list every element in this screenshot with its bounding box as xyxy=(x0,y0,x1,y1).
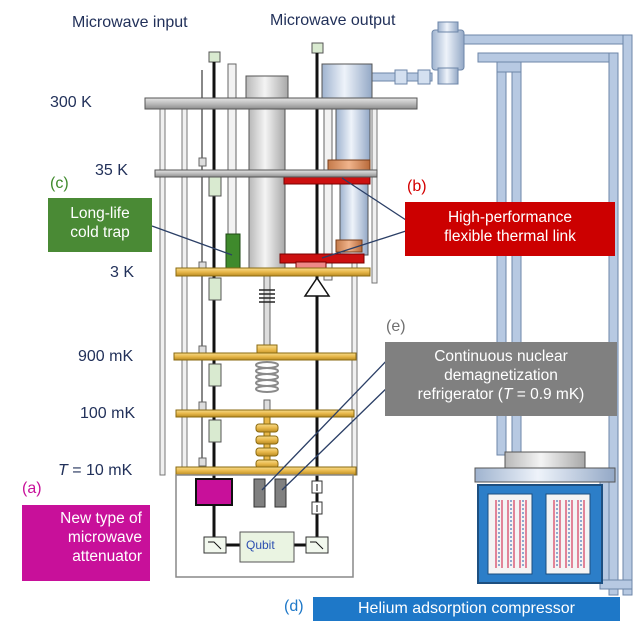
stage-900mk-label: 900 mK xyxy=(78,348,134,365)
callout-b-box: High-performance flexible thermal link xyxy=(405,202,615,256)
callout-c-box: Long-life cold trap xyxy=(48,198,152,252)
callout-e-box: Continuous nuclear demagnetization refri… xyxy=(385,342,617,416)
callout-b-letter: (b) xyxy=(407,178,427,195)
pipe-valve-assembly xyxy=(371,21,465,85)
stage-plates xyxy=(144,97,418,476)
mixing-chamber xyxy=(175,474,354,578)
callout-a-line3: attenuator xyxy=(72,548,142,565)
helium-pipes xyxy=(461,34,633,596)
callout-a-line1: New type of xyxy=(60,510,142,527)
stage-35k-label: 35 K xyxy=(95,162,128,179)
callout-b-line2: flexible thermal link xyxy=(444,228,576,245)
callout-a-box: New type of microwave attenuator xyxy=(22,505,150,581)
cold-trap-element xyxy=(225,233,241,269)
callout-d-letter: (d) xyxy=(284,598,304,615)
callout-e-letter: (e) xyxy=(386,318,406,335)
callout-connectors xyxy=(151,177,410,491)
microwave-output-label: Microwave output xyxy=(270,12,396,29)
callout-a-line2: microwave xyxy=(67,529,142,546)
callout-b-line1: High-performance xyxy=(447,209,573,226)
callout-c-line2: cold trap xyxy=(70,224,130,241)
stage-10mk-label: T = 10 mK xyxy=(58,462,133,479)
callout-c-line1: Long-life xyxy=(70,205,130,222)
stage-100mk-label: 100 mK xyxy=(80,405,136,422)
callout-e-line1: Continuous nuclear xyxy=(434,348,568,365)
callout-d-text: Helium adsorption compressor xyxy=(358,600,575,617)
central-column xyxy=(245,75,289,470)
callout-d-box: Helium adsorption compressor xyxy=(313,597,620,621)
microwave-input-label: Microwave input xyxy=(72,14,188,31)
helium-compressor xyxy=(474,451,616,584)
qubit-label: Qubit xyxy=(246,538,275,552)
stage-3k-label: 3 K xyxy=(110,264,135,281)
callout-e-line2: demagnetization xyxy=(444,367,558,384)
callout-c-letter: (c) xyxy=(50,175,69,192)
stage-300k-label: 300 K xyxy=(50,94,92,111)
callout-e-line3: refrigerator (T = 0.9 mK) xyxy=(417,386,585,403)
callout-a-letter: (a) xyxy=(22,480,42,497)
